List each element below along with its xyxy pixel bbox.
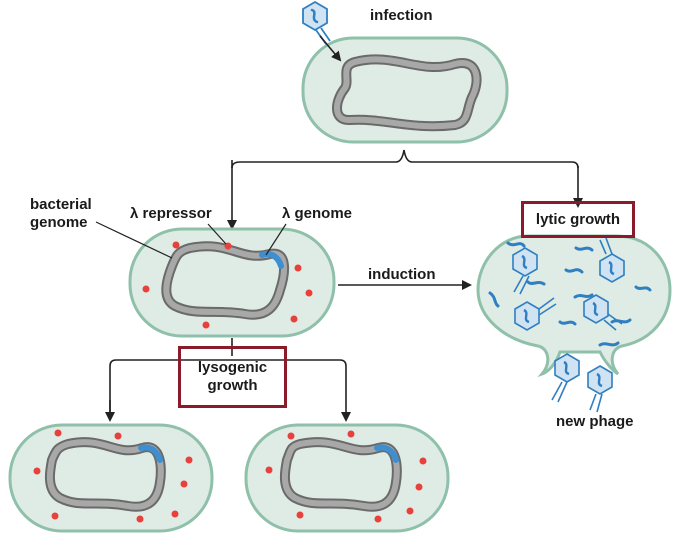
- infection-injection-arrow: [319, 35, 342, 62]
- new-phage-label: new phage: [556, 413, 634, 430]
- phage-particle-icon: [599, 237, 625, 283]
- phage-particle-icon: [583, 294, 623, 331]
- infection-label: infection: [370, 7, 433, 24]
- lysing-cell: [476, 234, 672, 413]
- daughter-cell-right: [244, 423, 450, 533]
- infecting-phage-icon: [302, 0, 342, 62]
- lysogenic-growth-box: lysogenic growth: [178, 346, 287, 408]
- bacterial-genome-loop: [332, 54, 482, 132]
- infection-cell: [301, 36, 509, 144]
- phage-dna-fragments: [488, 241, 652, 347]
- phage-particle-icon: [512, 247, 538, 295]
- label-leader-lines: [95, 221, 287, 259]
- lambda-repressor-dots: [142, 241, 313, 329]
- lysogen-cell: [128, 227, 336, 338]
- lysogenic-branch-arrows: [105, 338, 351, 422]
- lambda-genome-label: λ genome: [282, 205, 353, 222]
- lambda-repressor-label: λ repressor: [130, 205, 212, 222]
- branch-arrows: [227, 149, 583, 230]
- phage-particle-icon: [587, 365, 613, 413]
- phage-particle-icon: [551, 353, 580, 403]
- induction-label: induction: [368, 266, 436, 283]
- integrated-lambda-genome: [259, 251, 284, 269]
- lytic-growth-box: lytic growth: [521, 201, 635, 238]
- daughter-cell-left: [8, 423, 214, 533]
- phage-particle-icon: [514, 297, 557, 331]
- bacterial-genome-label: bacterial genome: [30, 196, 92, 231]
